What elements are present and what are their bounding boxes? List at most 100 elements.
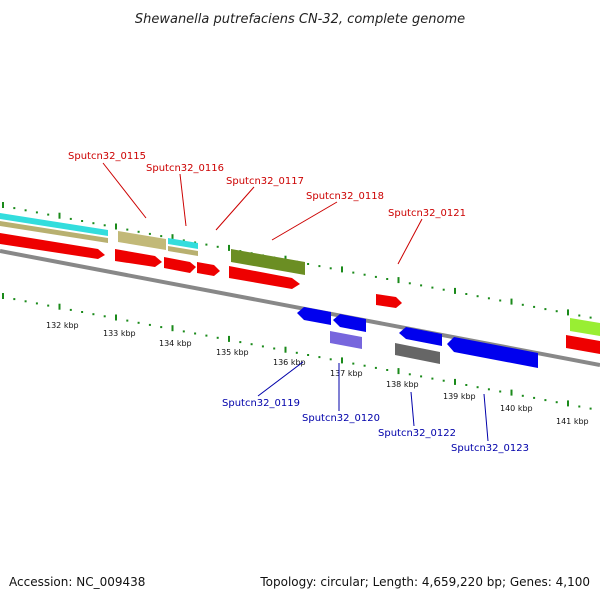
gene-label-0117[interactable]: Sputcn32_0117 bbox=[226, 176, 304, 187]
minor-tick bbox=[465, 384, 468, 386]
minor-tick bbox=[431, 377, 434, 380]
minor-tick bbox=[205, 334, 208, 337]
minor-tick bbox=[578, 314, 581, 317]
feature-track bbox=[0, 213, 600, 368]
tick-label-136: 136 kbp bbox=[273, 358, 306, 367]
feature-grey-0122[interactable] bbox=[395, 343, 440, 364]
feature-red-arrow-right[interactable] bbox=[566, 335, 600, 354]
minor-tick bbox=[81, 311, 84, 313]
tick-label-140: 140 kbp bbox=[500, 404, 533, 413]
feature-green-right[interactable] bbox=[570, 318, 600, 336]
minor-tick bbox=[182, 239, 185, 242]
minor-tick bbox=[307, 354, 310, 356]
minor-tick bbox=[137, 321, 140, 324]
major-tick bbox=[228, 244, 230, 251]
minor-tick bbox=[69, 217, 72, 220]
minor-tick bbox=[103, 315, 106, 318]
gene-label-0119[interactable]: Sputcn32_0119 bbox=[222, 398, 300, 409]
minor-tick bbox=[205, 243, 208, 246]
feature-cyan-0117[interactable] bbox=[168, 238, 198, 249]
minor-tick bbox=[35, 302, 38, 305]
gene-label-0123[interactable]: Sputcn32_0123 bbox=[451, 443, 529, 454]
gene-label-0116[interactable]: Sputcn32_0116 bbox=[146, 163, 224, 174]
minor-tick bbox=[239, 341, 242, 344]
minor-tick bbox=[69, 308, 72, 311]
major-tick bbox=[454, 287, 456, 294]
minor-tick bbox=[499, 390, 502, 393]
gene-label-0121[interactable]: Sputcn32_0121 bbox=[388, 208, 466, 219]
minor-tick bbox=[137, 230, 140, 233]
minor-tick bbox=[386, 278, 389, 280]
minor-tick bbox=[374, 275, 377, 278]
minor-tick bbox=[555, 401, 558, 404]
minor-tick bbox=[374, 366, 377, 369]
feature-red-arrow-2[interactable] bbox=[115, 249, 162, 267]
major-tick bbox=[510, 298, 513, 305]
feature-blue-arrow-0120[interactable] bbox=[333, 314, 366, 332]
feature-purple-0120[interactable] bbox=[330, 331, 362, 349]
feature-blue-arrow-0122[interactable] bbox=[399, 327, 442, 346]
major-tick bbox=[567, 400, 569, 407]
minor-tick bbox=[442, 379, 445, 382]
major-tick bbox=[171, 325, 174, 332]
minor-tick bbox=[47, 304, 50, 307]
gene-label-0122[interactable]: Sputcn32_0122 bbox=[378, 428, 456, 439]
reverse-leaders bbox=[257, 361, 489, 442]
minor-tick bbox=[465, 293, 468, 295]
tick-label-141: 141 kbp bbox=[556, 417, 589, 426]
minor-tick bbox=[555, 310, 558, 313]
major-tick bbox=[115, 223, 117, 230]
minor-tick bbox=[273, 347, 276, 350]
minor-tick bbox=[431, 286, 434, 289]
minor-tick bbox=[476, 386, 479, 389]
major-tick bbox=[58, 212, 61, 219]
outer-tick-row bbox=[2, 202, 592, 319]
feature-tan-0116[interactable] bbox=[118, 231, 166, 250]
major-tick bbox=[341, 266, 343, 273]
feature-blue-arrow-0119[interactable] bbox=[297, 307, 331, 325]
gene-label-0115[interactable]: Sputcn32_0115 bbox=[68, 151, 146, 162]
feature-red-arrow-5[interactable] bbox=[229, 266, 300, 289]
gene-label-0118[interactable]: Sputcn32_0118 bbox=[306, 191, 384, 202]
inner-tick-row bbox=[2, 293, 592, 410]
minor-tick bbox=[329, 267, 332, 270]
minor-tick bbox=[352, 362, 355, 365]
major-tick bbox=[228, 335, 230, 342]
major-tick bbox=[2, 293, 4, 299]
minor-tick bbox=[160, 235, 163, 238]
feature-red-arrow-4[interactable] bbox=[197, 262, 220, 276]
minor-tick bbox=[92, 313, 95, 316]
minor-tick bbox=[578, 405, 581, 408]
feature-tan-0117[interactable] bbox=[168, 246, 198, 256]
minor-tick bbox=[318, 265, 321, 268]
gene-label-0120[interactable]: Sputcn32_0120 bbox=[302, 413, 380, 424]
feature-red-arrow-0121[interactable] bbox=[376, 294, 402, 308]
major-tick bbox=[171, 234, 174, 241]
feature-tan-left[interactable] bbox=[0, 221, 108, 243]
minor-tick bbox=[24, 300, 27, 303]
feature-cyan-left[interactable] bbox=[0, 213, 108, 236]
minor-tick bbox=[318, 356, 321, 359]
feature-red-arrow-3[interactable] bbox=[164, 257, 196, 273]
feature-blue-arrow-0123[interactable] bbox=[447, 337, 538, 368]
minor-tick bbox=[487, 297, 490, 300]
minor-tick bbox=[148, 232, 151, 235]
minor-tick bbox=[148, 323, 151, 326]
minor-tick bbox=[81, 220, 84, 222]
minor-tick bbox=[216, 245, 219, 248]
minor-tick bbox=[182, 330, 185, 333]
minor-tick bbox=[194, 332, 197, 335]
minor-tick bbox=[250, 343, 253, 346]
minor-tick bbox=[13, 207, 16, 210]
minor-tick bbox=[194, 241, 197, 244]
minor-tick bbox=[363, 364, 366, 367]
feature-olive-0118[interactable] bbox=[231, 249, 305, 275]
minor-tick bbox=[589, 316, 592, 319]
forward-leaders bbox=[102, 162, 423, 265]
minor-tick bbox=[521, 394, 524, 397]
major-tick bbox=[397, 277, 400, 284]
major-tick bbox=[454, 378, 456, 385]
minor-tick bbox=[476, 295, 479, 298]
tick-label-134: 134 kbp bbox=[159, 339, 192, 348]
feature-red-arrow-1[interactable] bbox=[0, 233, 105, 259]
